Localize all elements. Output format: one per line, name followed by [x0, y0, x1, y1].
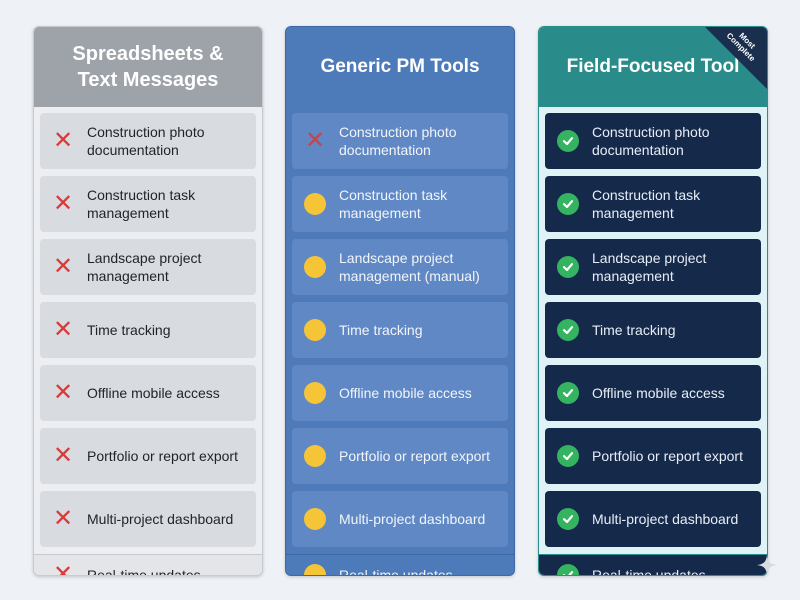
- column-header: Spreadsheets & Text Messages: [34, 27, 262, 107]
- x-mark-icon: ✕: [52, 190, 74, 217]
- feature-row: Multi-project dashboard: [545, 491, 761, 547]
- column-header: Field-Focused Tool Most Complete: [539, 27, 767, 107]
- check-circle-icon: [557, 508, 579, 530]
- feature-label: Real-time updates: [87, 566, 201, 576]
- x-mark-icon: ✕: [52, 379, 74, 406]
- feature-row: Landscape project management: [545, 239, 761, 295]
- feature-label: Landscape project management: [87, 250, 202, 284]
- feature-label: Construction task management: [87, 187, 196, 221]
- feature-row: Real-time updates: [286, 554, 514, 576]
- column-header: Generic PM Tools: [286, 27, 514, 107]
- x-mark-icon: ✕: [52, 560, 74, 576]
- check-circle-icon: [557, 445, 579, 467]
- feature-label: Offline mobile access: [592, 385, 725, 401]
- feature-label: Construction task management: [339, 187, 448, 221]
- feature-label: Real-time updates: [339, 566, 453, 576]
- x-mark-icon: ✕: [52, 127, 74, 154]
- feature-label: Real-time updates: [592, 566, 706, 576]
- feature-label: Offline mobile access: [339, 385, 472, 401]
- feature-row: Multi-project dashboard: [292, 491, 508, 547]
- feature-row: Construction task management: [545, 176, 761, 232]
- feature-label: Time tracking: [339, 322, 423, 338]
- feature-label: Portfolio or report export: [339, 448, 490, 464]
- check-circle-icon: [557, 256, 579, 278]
- check-circle-icon: [557, 319, 579, 341]
- x-mark-icon: ✕: [52, 253, 74, 280]
- feature-row: Time tracking: [292, 302, 508, 358]
- corner-ribbon: [705, 27, 767, 89]
- feature-row: Real-time updates: [539, 554, 767, 576]
- feature-label: Multi-project dashboard: [592, 511, 739, 527]
- feature-row: ✕ Construction photo documentation: [40, 113, 256, 169]
- feature-label: Construction photo documentation: [87, 124, 205, 158]
- column-header-title: Field-Focused Tool: [566, 56, 740, 77]
- x-mark-icon: ✕: [52, 442, 74, 469]
- check-circle-icon: [557, 563, 579, 575]
- feature-row: ✕ Offline mobile access: [40, 365, 256, 421]
- feature-label: Landscape project management: [592, 250, 707, 284]
- feature-row: Construction task management: [292, 176, 508, 232]
- check-circle-icon: [557, 130, 579, 152]
- feature-row: Portfolio or report export: [545, 428, 761, 484]
- feature-label: Multi-project dashboard: [87, 511, 234, 527]
- feature-row: Construction photo documentation: [545, 113, 761, 169]
- partial-dot-icon: [304, 193, 326, 215]
- sparkle-icon: [757, 555, 777, 575]
- partial-dot-icon: [304, 382, 326, 404]
- partial-dot-icon: [304, 445, 326, 467]
- feature-label: Construction photo documentation: [592, 124, 710, 158]
- feature-label: Construction photo documentation: [339, 124, 457, 158]
- feature-row: Portfolio or report export: [292, 428, 508, 484]
- feature-row: ✕ Landscape project management: [40, 239, 256, 295]
- partial-dot-icon: [304, 319, 326, 341]
- feature-label: Offline mobile access: [87, 385, 220, 401]
- feature-label: Multi-project dashboard: [339, 511, 486, 527]
- feature-row: Landscape project management (manual): [292, 239, 508, 295]
- feature-row: Time tracking: [545, 302, 761, 358]
- feature-label: Portfolio or report export: [592, 448, 743, 464]
- feature-label: Portfolio or report export: [87, 448, 238, 464]
- x-mark-icon: ✕: [52, 505, 74, 532]
- feature-row: Offline mobile access: [545, 365, 761, 421]
- feature-row: Offline mobile access: [292, 365, 508, 421]
- feature-row: ✕ Multi-project dashboard: [40, 491, 256, 547]
- x-mark-icon: ✕: [52, 316, 74, 343]
- partial-dot-icon: [304, 563, 326, 575]
- check-circle-icon: [557, 193, 579, 215]
- x-mark-icon: ✕: [304, 127, 326, 154]
- feature-label: Landscape project management (manual): [339, 250, 480, 284]
- column-spreadsheets: Spreadsheets & Text Messages ✕ Constructi…: [33, 26, 263, 576]
- column-generic-pm-tools: Generic PM Tools ✕ Construction photo doc…: [285, 26, 515, 576]
- partial-dot-icon: [304, 256, 326, 278]
- feature-row: ✕ Construction task management: [40, 176, 256, 232]
- feature-row: ✕ Time tracking: [40, 302, 256, 358]
- check-circle-icon: [557, 382, 579, 404]
- partial-dot-icon: [304, 508, 326, 530]
- feature-label: Construction task management: [592, 187, 701, 221]
- feature-row: ✕ Portfolio or report export: [40, 428, 256, 484]
- column-field-focused-tool: Field-Focused Tool Most Complete Constru…: [538, 26, 768, 576]
- feature-label: Time tracking: [87, 322, 171, 338]
- feature-label: Time tracking: [592, 322, 676, 338]
- feature-row: ✕ Real-time updates: [34, 554, 262, 576]
- feature-row: ✕ Construction photo documentation: [292, 113, 508, 169]
